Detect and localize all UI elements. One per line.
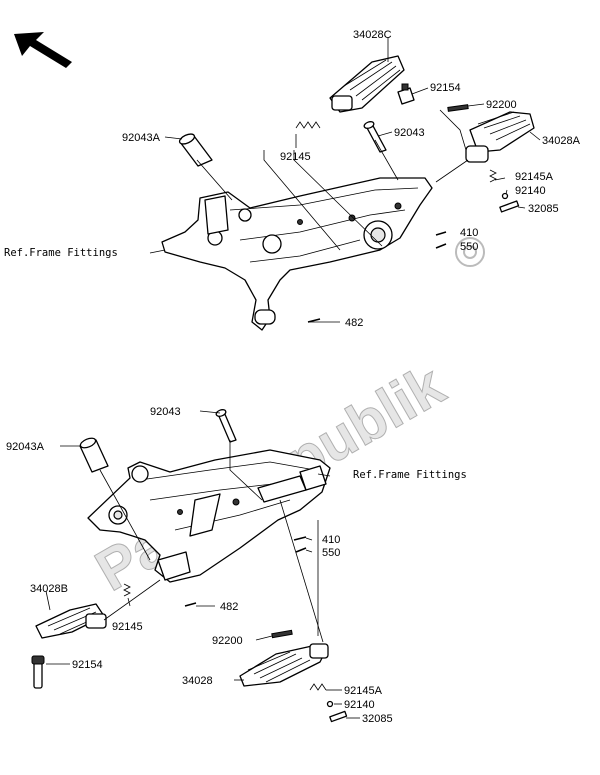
label-550: 550 [460, 241, 478, 253]
bottom-footpeg-bracket [87, 449, 331, 583]
top-footpeg-34028A [465, 111, 535, 163]
top-footpeg-bracket [161, 177, 433, 331]
top-bolt-92154 [397, 83, 415, 105]
bottom-footpeg-34028B [35, 603, 107, 639]
bottom-spring-92145A [309, 683, 327, 691]
bottom-pin-32085 [329, 710, 348, 723]
label-bottom-92145: 92145 [112, 621, 143, 633]
label-410: 410 [460, 227, 478, 239]
label-bottom-34028: 34028 [182, 675, 213, 687]
label-bottom-550: 550 [322, 547, 340, 559]
top-pin-92043A [178, 133, 213, 167]
label-bottom-34028B: 34028B [30, 583, 68, 595]
bottom-labels: 92043 92043A Ref.Frame Fittings 410 550 … [6, 406, 467, 725]
label-bottom-92140: 92140 [344, 699, 375, 711]
top-mark-482 [307, 318, 321, 323]
label-92140: 92140 [515, 185, 546, 197]
top-pin-92043 [363, 121, 387, 153]
bottom-ball-92140 [326, 700, 334, 708]
watermark-gear-icon [455, 237, 485, 267]
label-bottom-92145A: 92145A [344, 685, 383, 697]
label-92043: 92043 [394, 127, 425, 139]
label-92145: 92145 [280, 151, 311, 163]
label-bottom-482: 482 [220, 601, 238, 613]
top-plate-92200 [447, 104, 469, 112]
label-34028A: 34028A [542, 135, 581, 147]
label-92145A: 92145A [515, 171, 554, 183]
top-pin-32085 [499, 200, 520, 213]
bottom-bolt-92154 [31, 655, 45, 689]
label-482: 482 [345, 317, 363, 329]
bottom-leader-lines [45, 410, 360, 719]
label-92154: 92154 [430, 82, 461, 94]
bottom-pin-92043 [215, 409, 237, 443]
label-92043A: 92043A [122, 132, 161, 144]
label-bottom-92043A: 92043A [6, 441, 45, 453]
label-32085: 32085 [528, 203, 559, 215]
direction-arrow-icon [14, 32, 72, 68]
label-bottom-32085: 32085 [362, 713, 393, 725]
bottom-pin-92043A [79, 437, 109, 473]
label-bottom-410: 410 [322, 534, 340, 546]
top-marks-410-550 [435, 231, 447, 249]
bottom-plate-92200 [271, 629, 293, 639]
label-ref-frame-fittings-bottom: Ref.Frame Fittings [353, 469, 467, 481]
label-ref-frame-fittings-top: Ref.Frame Fittings [4, 247, 118, 259]
top-spring-92145A [489, 169, 497, 183]
top-labels: 34028C 92154 92200 34028A 92043A 92043 9… [4, 29, 581, 329]
top-footpeg-34028C [329, 55, 405, 113]
label-92200: 92200 [486, 99, 517, 111]
label-bottom-92200: 92200 [212, 635, 243, 647]
bottom-marks [184, 536, 307, 607]
label-34028C: 34028C [353, 29, 392, 41]
top-ball-92140 [501, 192, 509, 200]
bottom-spring-92145 [123, 583, 131, 597]
label-bottom-92154: 92154 [72, 659, 103, 671]
top-leader-lines [149, 38, 541, 323]
label-bottom-92043: 92043 [150, 406, 181, 418]
bottom-footpeg-34028 [239, 643, 329, 687]
top-spring-92145 [295, 121, 321, 129]
